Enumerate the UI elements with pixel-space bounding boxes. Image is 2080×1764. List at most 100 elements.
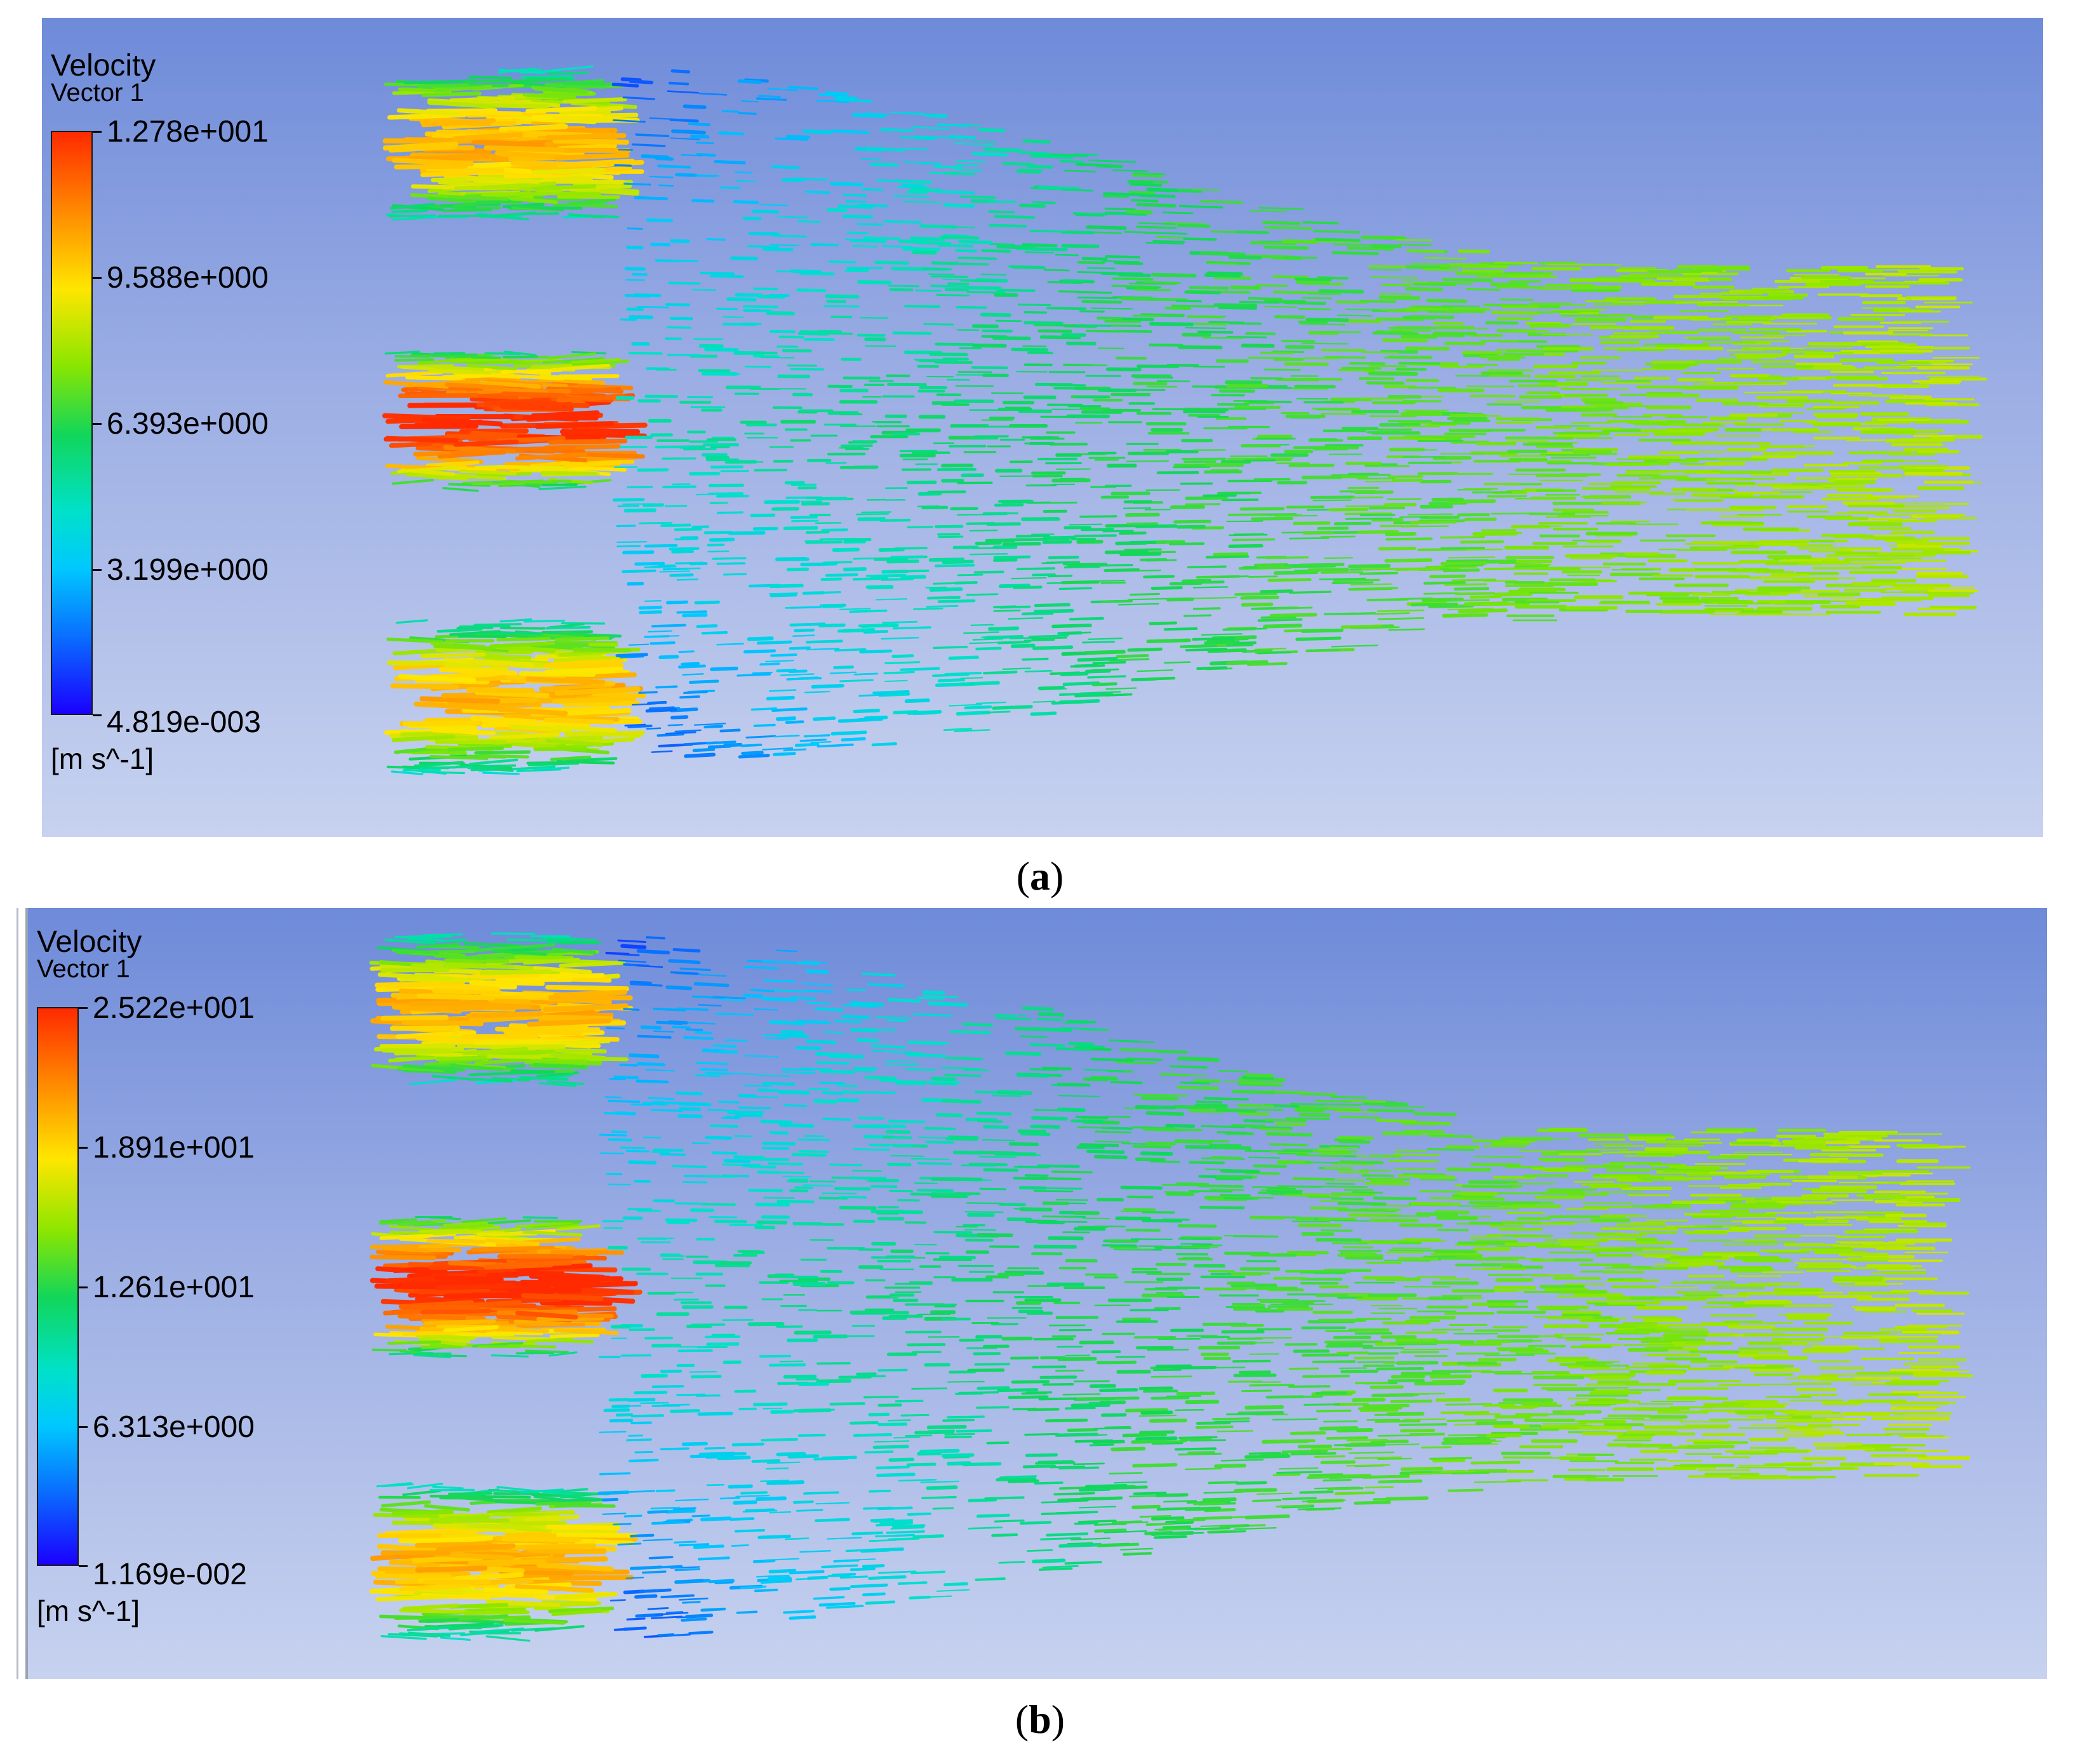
velocity-vector	[849, 1001, 884, 1005]
velocity-vector	[399, 1608, 469, 1614]
velocity-vector	[774, 137, 808, 141]
velocity-vector	[1281, 239, 1317, 244]
colorbar-tick-label: 3.199e+000	[107, 553, 269, 587]
velocity-vector	[708, 483, 745, 488]
velocity-vector	[1213, 276, 1252, 280]
velocity-vector	[463, 1610, 530, 1615]
velocity-vector	[469, 758, 519, 766]
velocity-vector	[768, 689, 797, 692]
velocity-vector	[552, 363, 610, 371]
velocity-vector	[1331, 645, 1378, 648]
velocity-vector	[461, 1217, 507, 1224]
velocity-vector	[444, 382, 505, 390]
velocity-vector	[693, 723, 726, 726]
velocity-vector	[818, 1196, 848, 1200]
velocity-vector	[486, 1635, 531, 1642]
velocity-vector	[762, 1141, 796, 1146]
velocity-vector	[668, 81, 690, 86]
velocity-vector	[1061, 651, 1088, 656]
velocity-vector	[486, 1054, 543, 1060]
velocity-vector	[448, 1624, 500, 1631]
velocity-vector	[1443, 568, 1480, 573]
velocity-vector	[943, 234, 971, 237]
velocity-vector	[1079, 515, 1117, 518]
velocity-vector	[468, 1559, 547, 1566]
velocity-vector	[643, 1539, 673, 1542]
velocity-vector	[549, 1333, 600, 1339]
velocity-vector	[708, 492, 743, 495]
velocity-vector	[836, 98, 872, 103]
velocity-vector	[659, 1153, 686, 1156]
velocity-vector	[417, 993, 496, 1001]
velocity-vector	[931, 261, 959, 265]
velocity-vector	[776, 1452, 806, 1457]
velocity-vector	[655, 259, 679, 263]
velocity-vector	[554, 686, 641, 696]
velocity-vector-panel-a: Velocity Vector 1 1.278e+001 9.588e+000 …	[42, 18, 2043, 837]
velocity-vector	[1323, 612, 1356, 615]
velocity-vector	[436, 1543, 516, 1553]
velocity-vector	[1104, 207, 1136, 211]
velocity-vector	[904, 698, 930, 704]
velocity-vector	[842, 628, 876, 633]
velocity-vector	[934, 165, 963, 169]
velocity-vector	[747, 244, 779, 248]
velocity-vector	[771, 707, 808, 712]
velocity-vector	[496, 637, 551, 642]
velocity-vector	[1058, 587, 1093, 591]
velocity-vector	[1060, 189, 1093, 192]
velocity-vector	[1317, 526, 1349, 530]
velocity-vector	[1087, 675, 1126, 679]
velocity-vector	[852, 577, 888, 581]
velocity-vector	[1228, 544, 1263, 549]
velocity-vector	[1293, 521, 1331, 525]
velocity-vector	[556, 394, 626, 403]
velocity-vector	[786, 567, 810, 571]
velocity-vector	[799, 1550, 832, 1553]
velocity-vector	[528, 762, 580, 766]
velocity-vector	[1135, 1436, 1178, 1441]
velocity-vector	[1446, 1167, 1487, 1172]
velocity-vector	[1063, 279, 1092, 282]
velocity-vector	[526, 1018, 611, 1027]
velocity-vector	[697, 1004, 722, 1007]
velocity-vector	[930, 275, 968, 278]
velocity-vector	[696, 153, 716, 157]
velocity-vector	[1359, 514, 1396, 517]
velocity-vector	[405, 375, 463, 380]
velocity-vector	[1440, 536, 1485, 539]
velocity-vector	[678, 650, 695, 653]
velocity-vector	[1255, 284, 1288, 288]
velocity-vector	[559, 1492, 600, 1499]
velocity-vector	[1312, 230, 1360, 234]
velocity-vector	[766, 695, 796, 701]
velocity-vector	[638, 605, 663, 610]
velocity-vector	[541, 483, 578, 486]
velocity-vector	[1051, 624, 1092, 629]
velocity-vector	[851, 112, 885, 118]
velocity-vector	[530, 410, 600, 419]
velocity-vector	[826, 208, 848, 213]
velocity-vector	[1336, 1427, 1374, 1433]
velocity-vector	[433, 352, 465, 355]
velocity-vector	[1024, 251, 1055, 254]
velocity-vector	[375, 1594, 449, 1602]
velocity-vector	[789, 1615, 817, 1620]
velocity-vector	[623, 1008, 640, 1011]
velocity-vector	[815, 497, 848, 501]
colorbar-tick	[93, 569, 102, 571]
velocity-vector	[1302, 221, 1339, 225]
velocity-vector	[409, 154, 491, 161]
velocity-vector	[1147, 676, 1176, 681]
velocity-vector	[1117, 603, 1159, 606]
velocity-vector	[1176, 525, 1206, 529]
velocity-vector	[1058, 290, 1098, 293]
velocity-vector	[457, 742, 512, 749]
velocity-vector	[443, 208, 493, 213]
velocity-vector	[731, 1442, 764, 1447]
velocity-vector	[620, 1146, 646, 1149]
velocity-vector	[469, 980, 545, 986]
velocity-vector	[1320, 571, 1363, 574]
velocity-vector	[669, 316, 693, 321]
velocity-vector	[501, 1520, 568, 1527]
